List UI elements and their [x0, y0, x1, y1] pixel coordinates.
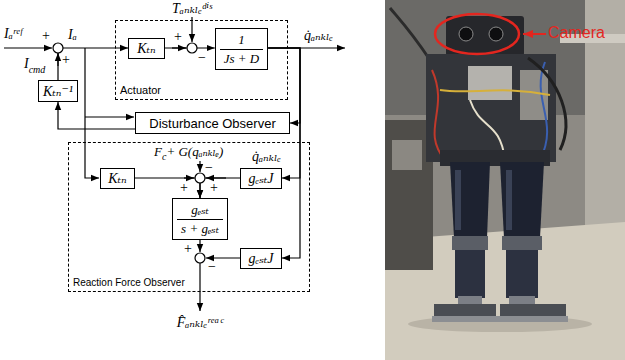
robot-torso [426, 54, 556, 162]
gain-box: Kₜₙ [100, 168, 135, 189]
robot-cable [528, 58, 566, 150]
photo-equipment [385, 120, 433, 270]
signal-subscript: c [162, 151, 166, 162]
signal-wires [4, 17, 345, 311]
robot-camera [459, 27, 473, 41]
observer-box: Disturbance Observer [135, 112, 290, 134]
summing-junction [195, 173, 205, 183]
signal-wire [199, 263, 200, 311]
sign-mark: + [184, 241, 192, 257]
signal-wire [206, 257, 240, 258]
connector-group [58, 48, 300, 258]
sign-mark: + [210, 180, 218, 196]
signal-connector [58, 102, 135, 129]
camera-pointer-arrow [523, 33, 546, 35]
denominator: Js + D [220, 49, 264, 67]
signal-name: F [154, 144, 162, 160]
sign-mark: + [180, 180, 188, 196]
numerator: 1 [234, 32, 249, 49]
block-label: Kₜₙ [108, 170, 126, 187]
signal-connector [58, 48, 128, 80]
signal-name: I [24, 56, 29, 72]
robot-photo [385, 0, 625, 360]
gain-box: gₑₛₜJ [240, 248, 282, 269]
group-label: Reaction Force Observer [73, 277, 185, 288]
signal-wire [85, 48, 99, 178]
block-label: Disturbance Observer [149, 116, 275, 131]
robot-knee [502, 236, 542, 250]
robot-foot-plate [432, 316, 498, 322]
robot-ankle [458, 296, 482, 304]
photo-background [385, 0, 625, 360]
signal-wire [268, 47, 345, 48]
robot-cable [540, 62, 547, 160]
robot-knee [452, 236, 488, 250]
signal-name: F̂ₐₙₖₗₑʳᵉᵃᶜ [177, 314, 224, 331]
filter-box: gₑₛₜs + gₑₛₜ [172, 198, 228, 240]
summing-junction [187, 43, 197, 53]
signal-wire [4, 47, 52, 48]
robot-board [468, 66, 512, 100]
gain-box: Kₜₙ⁻¹ [38, 80, 78, 102]
photo-equipment-panel [392, 140, 422, 170]
gain-box: Kₜₙ [128, 38, 165, 59]
camera-highlight-ellipse [435, 14, 519, 54]
signal-name: + G(qₐₙₖₗₑ) [166, 144, 223, 160]
robot-thigh-highlight [506, 170, 512, 230]
signal-name: Tₐₙₖₗₑᵈⁱˢ [172, 0, 212, 17]
block-label: gₑₛₜJ [248, 250, 273, 267]
floor-shadow [408, 316, 592, 332]
sign-mark: − [205, 160, 213, 176]
signal-connector [200, 178, 240, 198]
denominator: s + gₑₛₜ [177, 219, 223, 237]
signal-wire [184, 177, 194, 178]
sign-mark: − [198, 50, 206, 66]
sign-mark: + [42, 28, 50, 44]
robot-foot [500, 304, 566, 316]
block-label: Kₜₙ⁻¹ [43, 83, 73, 100]
signal-name: Iₐʳᵉᶠ [4, 26, 22, 42]
robot-cable [440, 90, 550, 95]
robot-foot-plate [498, 316, 568, 322]
gain-box: gₑₛₜJ [240, 168, 282, 189]
signal-name: q̇ₐₙₖₗₑ [304, 27, 333, 44]
robot-thigh [450, 162, 490, 238]
signal-wire [199, 240, 200, 252]
signal-connector [135, 178, 200, 198]
robot-shin [455, 250, 485, 298]
photo-cable [390, 8, 430, 60]
robot-ankle [509, 296, 535, 304]
camera-label: Camera [548, 24, 605, 42]
robot-thigh-highlight [455, 170, 461, 230]
sign-mark: + [62, 52, 70, 68]
transfer-function-box: 1Js + D [215, 28, 269, 70]
robot-foot [434, 304, 496, 316]
summing-junction [195, 253, 205, 263]
robot-cable [432, 70, 445, 160]
group-label: Actuator [120, 84, 161, 96]
robot-shin [506, 250, 538, 298]
sign-mark: + [174, 29, 182, 45]
block-label: gₑₛₜJ [248, 170, 273, 187]
observer-group: Kₜₙ gₑₛₜJ gₑₛₜs + gₑₛₜ gₑₛₜJ Reaction Force … [68, 142, 310, 292]
signal-wire [199, 161, 200, 172]
block-label: Kₜₙ [137, 40, 155, 57]
sign-mark: − [208, 259, 216, 275]
summing-junction [53, 43, 63, 53]
signal-name: q̇ₐₙₖₗₑ [252, 148, 281, 165]
signal-wire [206, 177, 226, 178]
signal-wire [85, 116, 134, 117]
robot-camera [489, 27, 503, 41]
numerator: gₑₛₜ [187, 202, 213, 219]
signal-wire [172, 47, 186, 48]
robot-thigh [500, 162, 544, 238]
signal-name: Iₐ [68, 27, 77, 43]
signal-subscript: cmd [29, 64, 46, 75]
signal-wire [57, 53, 58, 66]
